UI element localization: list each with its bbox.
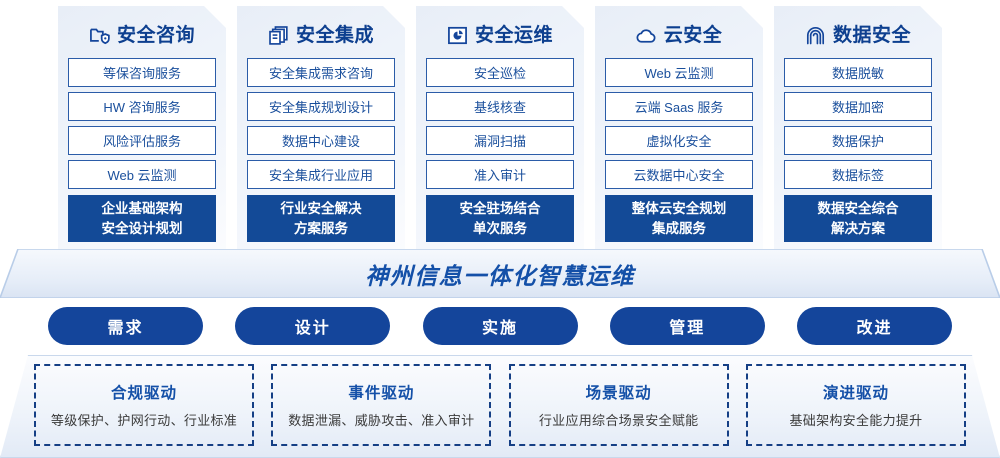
- pillar-title: 安全运维: [474, 24, 553, 46]
- driver-subtitle: 数据泄漏、威胁攻击、准入审计: [288, 413, 475, 428]
- pillar-card-data-security[interactable]: 数据安全 数据脱敏 数据加密 数据保护 数据标签 数据安全综合解决方案: [774, 6, 942, 254]
- pillar-card-cloud-security[interactable]: 云安全 Web 云监测 云端 Saas 服务 虚拟化安全 云数据中心安全 整体云…: [595, 6, 763, 254]
- folder-shield-icon: [89, 25, 110, 46]
- driver-subtitle: 基础架构安全能力提升: [789, 413, 923, 428]
- pillar-title: 安全集成: [295, 24, 374, 46]
- pillar-item[interactable]: 数据中心建设: [247, 126, 395, 155]
- pillar-header: 数据安全: [784, 18, 932, 52]
- banner-shape: [0, 249, 1000, 298]
- driver-card-compliance[interactable]: 合规驱动 等级保护、护网行动、行业标准: [34, 364, 254, 446]
- monitor-chart-icon: [447, 25, 468, 46]
- pillar-title: 数据安全: [832, 24, 911, 46]
- pillar-item[interactable]: 安全巡检: [426, 58, 574, 87]
- pillar-item[interactable]: 数据标签: [784, 160, 932, 189]
- pillar-item[interactable]: Web 云监测: [605, 58, 753, 87]
- stage-pill-design[interactable]: 设计: [235, 307, 391, 345]
- layers-document-icon: [268, 25, 289, 46]
- driver-title: 合规驱动: [110, 385, 177, 402]
- pillar-item[interactable]: 等保咨询服务: [68, 58, 216, 87]
- pillar-item[interactable]: 数据保护: [784, 126, 932, 155]
- pillar-item[interactable]: 准入审计: [426, 160, 574, 189]
- pillar-header: 安全运维: [426, 18, 574, 52]
- stage-pill-management[interactable]: 管理: [609, 307, 765, 345]
- pillar-item[interactable]: 数据加密: [784, 92, 932, 121]
- driver-card-scenario[interactable]: 场景驱动 行业应用综合场景安全赋能: [508, 364, 729, 446]
- driver-card-evolution[interactable]: 演进驱动 基础架构安全能力提升: [745, 364, 966, 446]
- pillar-card-security-integration[interactable]: 安全集成 安全集成需求咨询 安全集成规划设计 数据中心建设 安全集成行业应用 行…: [237, 6, 405, 254]
- pillar-header: 安全咨询: [68, 18, 216, 52]
- banner-title: 神州信息一体化智慧运维: [365, 262, 635, 289]
- pillar-item[interactable]: 基线核查: [426, 92, 574, 121]
- pillar-highlight[interactable]: 企业基础架构安全设计规划: [68, 195, 216, 242]
- pillar-item[interactable]: 云端 Saas 服务: [605, 92, 753, 121]
- pillar-item[interactable]: 云数据中心安全: [605, 160, 753, 189]
- stage-pill-implementation[interactable]: 实施: [422, 307, 578, 345]
- pillar-header: 安全集成: [247, 18, 395, 52]
- driver-card-incident[interactable]: 事件驱动 数据泄漏、威胁攻击、准入审计: [271, 364, 492, 446]
- driver-title: 事件驱动: [348, 385, 415, 402]
- drivers-row: 合规驱动 等级保护、护网行动、行业标准 事件驱动 数据泄漏、威胁攻击、准入审计 …: [0, 364, 1000, 446]
- driver-subtitle: 等级保护、护网行动、行业标准: [50, 413, 238, 428]
- pillar-card-security-operations[interactable]: 安全运维 安全巡检 基线核查 漏洞扫描 准入审计 安全驻场结合单次服务: [416, 6, 584, 254]
- stage-pills: 需求 设计 实施 管理 改进: [0, 307, 1000, 345]
- pillar-header: 云安全: [605, 18, 753, 52]
- drivers-background: [0, 355, 1000, 458]
- pillar-title: 安全咨询: [116, 24, 195, 46]
- pillar-title: 云安全: [663, 24, 723, 46]
- pillar-card-security-consulting[interactable]: 安全咨询 等保咨询服务 HW 咨询服务 风险评估服务 Web 云监测 企业基础架…: [58, 6, 226, 254]
- pillar-columns: 安全咨询 等保咨询服务 HW 咨询服务 风险评估服务 Web 云监测 企业基础架…: [0, 6, 1000, 254]
- fingerprint-icon: [805, 25, 826, 46]
- driver-subtitle: 行业应用综合场景安全赋能: [538, 413, 699, 428]
- pillar-highlight[interactable]: 整体云安全规划集成服务: [605, 195, 753, 242]
- pillar-highlight[interactable]: 数据安全综合解决方案: [784, 195, 932, 242]
- platform-banner: 神州信息一体化智慧运维: [0, 249, 1000, 298]
- pillar-item[interactable]: 安全集成行业应用: [247, 160, 395, 189]
- stage-pill-requirement[interactable]: 需求: [48, 307, 203, 345]
- pillar-item[interactable]: 安全集成规划设计: [247, 92, 395, 121]
- pillar-highlight[interactable]: 安全驻场结合单次服务: [426, 195, 574, 242]
- banner-outline: [0, 249, 1000, 298]
- driver-title: 演进驱动: [822, 385, 889, 402]
- cloud-icon: [636, 25, 657, 46]
- pillar-item[interactable]: 风险评估服务: [68, 126, 216, 155]
- drivers-section: 合规驱动 等级保护、护网行动、行业标准 事件驱动 数据泄漏、威胁攻击、准入审计 …: [0, 355, 1000, 458]
- pillar-item[interactable]: 虚拟化安全: [605, 126, 753, 155]
- pillar-item[interactable]: Web 云监测: [68, 160, 216, 189]
- driver-title: 场景驱动: [585, 385, 652, 402]
- pillar-item[interactable]: 漏洞扫描: [426, 126, 574, 155]
- pillar-highlight[interactable]: 行业安全解决方案服务: [247, 195, 395, 242]
- pillar-item[interactable]: HW 咨询服务: [68, 92, 216, 121]
- pillar-item[interactable]: 安全集成需求咨询: [247, 58, 395, 87]
- stage-pill-improvement[interactable]: 改进: [797, 307, 952, 345]
- pillar-item[interactable]: 数据脱敏: [784, 58, 932, 87]
